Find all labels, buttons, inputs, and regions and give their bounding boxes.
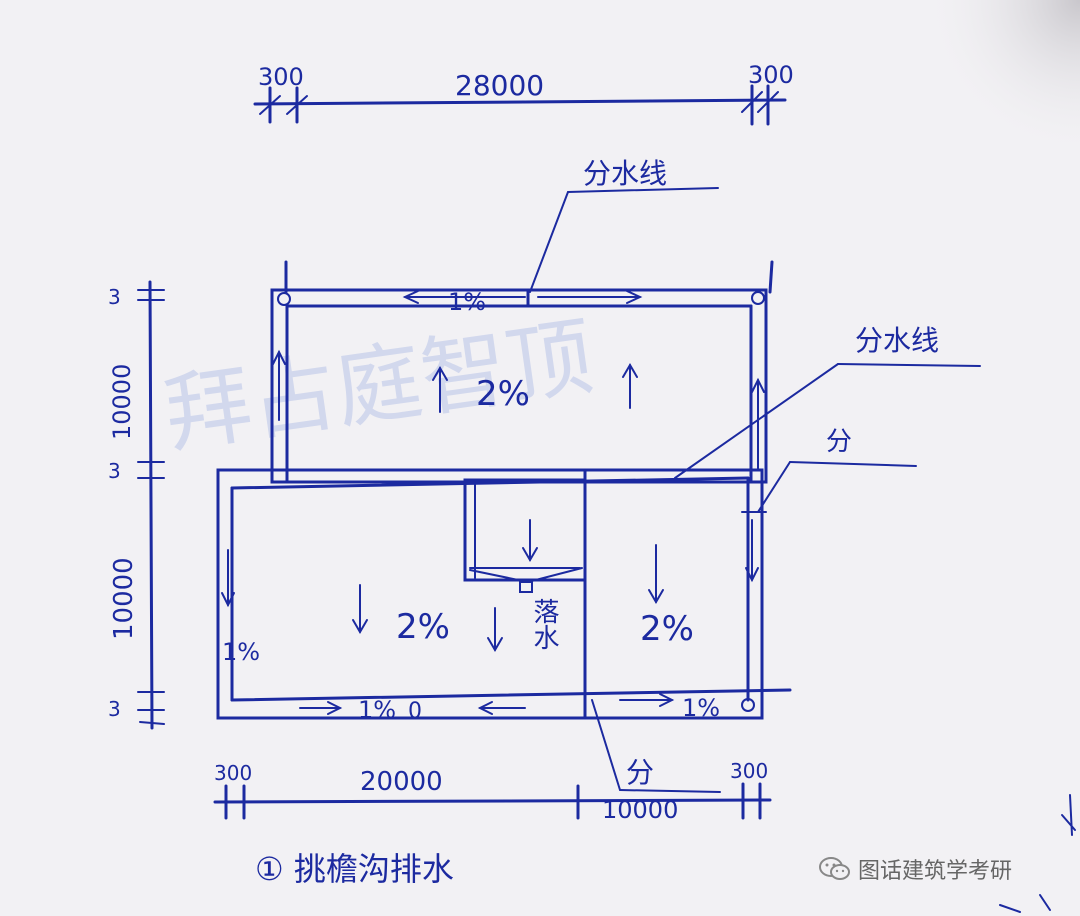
drain-outlet bbox=[751, 291, 765, 305]
watermark: 拜占庭智顶 bbox=[159, 307, 599, 466]
edge-scribbles bbox=[999, 794, 1076, 913]
left-300-top: 3 bbox=[108, 285, 121, 309]
left-300-bottom: 3 bbox=[108, 697, 121, 721]
top-left-dim: 300 bbox=[258, 63, 304, 91]
drain-outlet bbox=[277, 292, 291, 306]
top-dimension bbox=[253, 84, 787, 126]
slope-bottom-gutter-right: 1% bbox=[682, 694, 720, 722]
divide-line-leader-mid bbox=[674, 363, 981, 479]
bottom-right-10000-dim: 10000 bbox=[602, 796, 678, 824]
figure-caption: ① 挑檐沟排水 bbox=[255, 850, 454, 888]
fen-label-right: 分 bbox=[826, 427, 852, 457]
lower-roof bbox=[216, 468, 792, 720]
footer-brand: 图话建筑学考研 bbox=[818, 852, 1012, 886]
bottom-dimension bbox=[213, 782, 772, 820]
top-right-dim: 300 bbox=[748, 61, 794, 89]
wechat-icon bbox=[819, 857, 850, 880]
divide-line-label-top: 分水线 bbox=[583, 157, 667, 190]
left-10000-bottom: 10000 bbox=[109, 557, 139, 640]
left-10000-top: 10000 bbox=[108, 364, 136, 440]
slope-left-gutter: 1% bbox=[222, 638, 260, 666]
slope-bottom-right: 2% bbox=[640, 609, 694, 649]
top-mid-dim: 28000 bbox=[455, 69, 544, 102]
fen-leader-right bbox=[741, 461, 917, 513]
paper-shadow bbox=[820, 0, 1080, 260]
divide-line-label-mid: 分水线 bbox=[855, 324, 939, 357]
bottom-left-dim: 300 bbox=[214, 761, 252, 785]
bottom-mid-dim: 20000 bbox=[360, 767, 443, 797]
slope-top-roof: 2% bbox=[476, 374, 530, 414]
footer-text: 图话建筑学考研 bbox=[858, 859, 1013, 884]
fen-label-bottom: 分 bbox=[626, 756, 654, 789]
drop-mark: 0 bbox=[408, 699, 422, 724]
drain-outlet bbox=[741, 698, 755, 712]
left-300-mid: 3 bbox=[108, 459, 121, 483]
slope-top-gutter: 1% bbox=[448, 288, 486, 316]
divide-line-leader-top bbox=[529, 187, 719, 293]
fen-leader-bottom bbox=[591, 699, 721, 793]
bottom-right-300-dim: 300 bbox=[730, 759, 768, 783]
left-dimension bbox=[137, 280, 165, 730]
outlet-label: 落水 bbox=[529, 598, 559, 650]
slope-bottom-left: 2% bbox=[396, 607, 450, 647]
slope-bottom-gutter-left: 1% bbox=[358, 696, 396, 724]
